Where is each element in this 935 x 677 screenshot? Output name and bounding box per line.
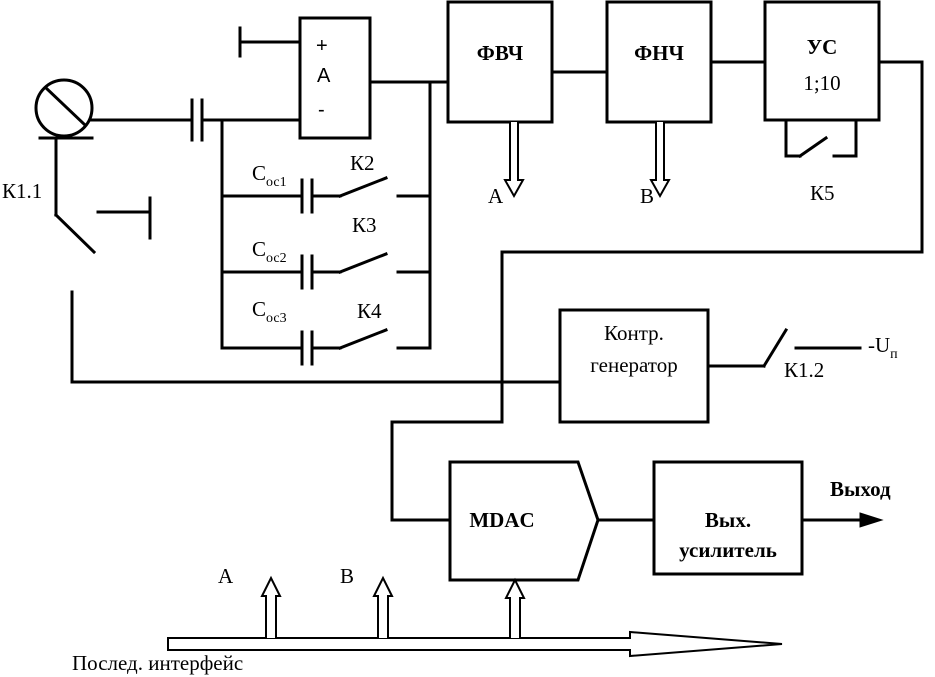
- lpf-output-arrow-icon: [649, 122, 671, 199]
- capacitor-c2-label: Cос2: [252, 237, 287, 266]
- output-label: Выход: [830, 477, 891, 501]
- amplifier-plus: +: [316, 35, 328, 57]
- hpf-label: ФВЧ: [477, 41, 524, 65]
- generator-label-line2: генератор: [590, 353, 677, 377]
- output-amplifier-block: [652, 460, 804, 576]
- amplifier-name: A: [317, 65, 331, 87]
- switch-k1-2: [706, 327, 862, 369]
- us-label-line2: 1;10: [803, 71, 840, 95]
- output-amplifier-label-line2: усилитель: [679, 538, 777, 562]
- serial-interface-label: Послед. интерфейс: [72, 651, 243, 675]
- switch-k2-label: К2: [350, 151, 375, 175]
- input-wiring: [90, 98, 302, 142]
- capacitor-c1-label: Cос1: [252, 161, 287, 190]
- switch-k5-label: К5: [810, 181, 835, 205]
- switch-k4-label: К4: [357, 299, 382, 323]
- output-arrow-icon: [859, 512, 884, 528]
- hpf-output-arrow-icon: [503, 122, 525, 199]
- switch-k1-2-label: К1.2: [784, 358, 824, 382]
- lpf-label: ФНЧ: [634, 41, 684, 65]
- bus-input-a-label: A: [218, 564, 234, 588]
- capacitor-c3-label: Cос3: [252, 297, 287, 326]
- supply-label: -Uп: [868, 333, 898, 362]
- switch-k1-1-label: К1.1: [2, 179, 42, 203]
- us-block: [763, 0, 881, 122]
- feedback-network: [220, 80, 432, 366]
- mdac-label: MDAC: [469, 508, 534, 532]
- lpf-output-label: B: [640, 184, 654, 208]
- output-amplifier-label-line1: Вых.: [705, 508, 751, 532]
- switch-k5: [784, 118, 858, 159]
- mdac-block: [448, 460, 600, 582]
- bus-input-b-label: B: [340, 564, 354, 588]
- serial-interface-bus-arrow-icon: [167, 630, 783, 658]
- bus-input-b-arrow-icon: [372, 575, 394, 638]
- switch-k3-label: К3: [352, 213, 377, 237]
- switch-k1-1: [53, 138, 562, 384]
- amplifier-block: [298, 16, 372, 140]
- generator-label-line1: Контр.: [604, 321, 664, 345]
- bus-to-mdac-arrow-icon: [504, 577, 526, 638]
- control-generator-block: [558, 308, 710, 424]
- us-output-route: [390, 60, 924, 522]
- us-label-line1: УС: [807, 35, 838, 59]
- bus-input-a-arrow-icon: [260, 575, 282, 638]
- hpf-output-label: A: [488, 184, 504, 208]
- hpf-block: [446, 0, 554, 124]
- sensor-icon: [34, 78, 94, 140]
- lpf-block: [605, 0, 713, 124]
- amplifier-minus: -: [318, 99, 325, 121]
